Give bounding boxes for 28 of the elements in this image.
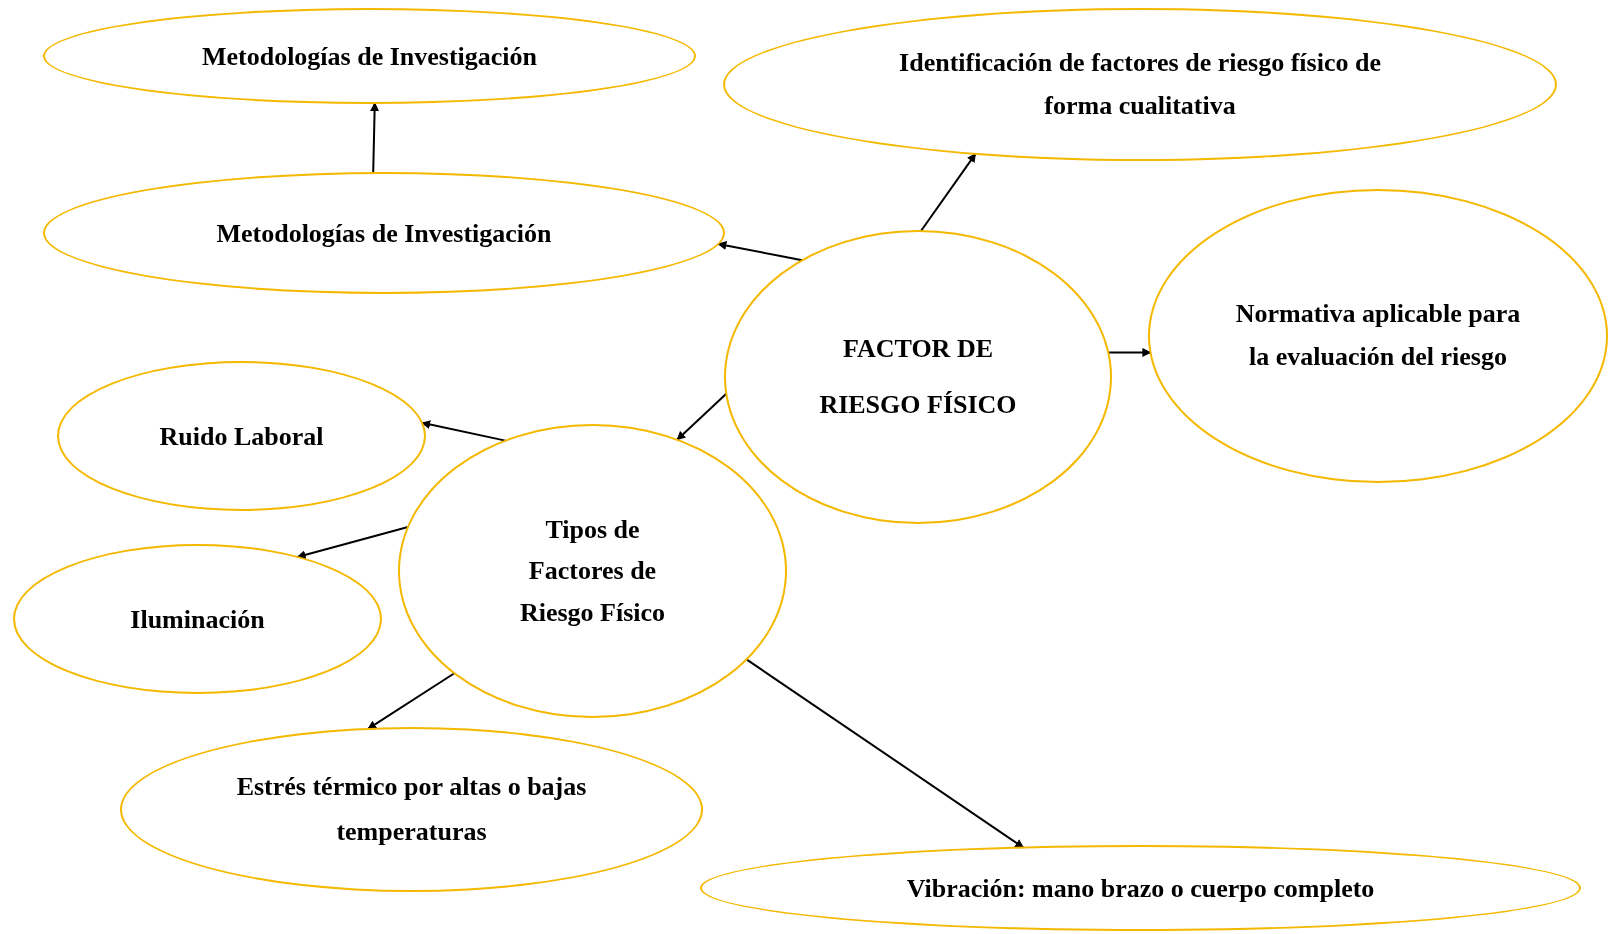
ellipse-node (724, 230, 1112, 524)
node-label: Normativa aplicable para la evaluación del riesgo (1234, 298, 1522, 373)
arrow (1107, 347, 1152, 357)
arrow (745, 658, 1025, 849)
ellipse-node (43, 172, 725, 294)
node-label: Iluminación (130, 603, 265, 636)
arrow (676, 392, 728, 441)
arrow (367, 672, 456, 730)
arrow (370, 102, 380, 175)
ellipse-node (1148, 189, 1608, 483)
ellipse-node (120, 727, 703, 892)
node-label: Metodologías de Investigación (201, 40, 538, 73)
arrow (919, 152, 977, 232)
node-label: Tipos de Factores de Riesgo Físico (518, 513, 667, 629)
ellipse-node (43, 8, 696, 104)
ellipse-node (723, 8, 1557, 161)
ellipse-node (13, 544, 382, 694)
arrow (421, 420, 507, 442)
node-label: Metodologías de Investigación (216, 217, 552, 250)
ellipse-node (700, 845, 1581, 931)
node-label: Ruido Laboral (159, 420, 324, 453)
node-label: FACTOR DE RIESGO FÍSICO (818, 333, 1018, 421)
node-label: Vibración: mano brazo o cuerpo completo (906, 872, 1375, 905)
ellipse-node (57, 361, 426, 511)
arrow (296, 526, 409, 560)
node-label: Estrés térmico por altas o bajas temperaturas (235, 771, 588, 848)
ellipse-node (398, 424, 787, 718)
node-label: Identificación de factores de riesgo físico de forma cualitativa (898, 46, 1382, 122)
